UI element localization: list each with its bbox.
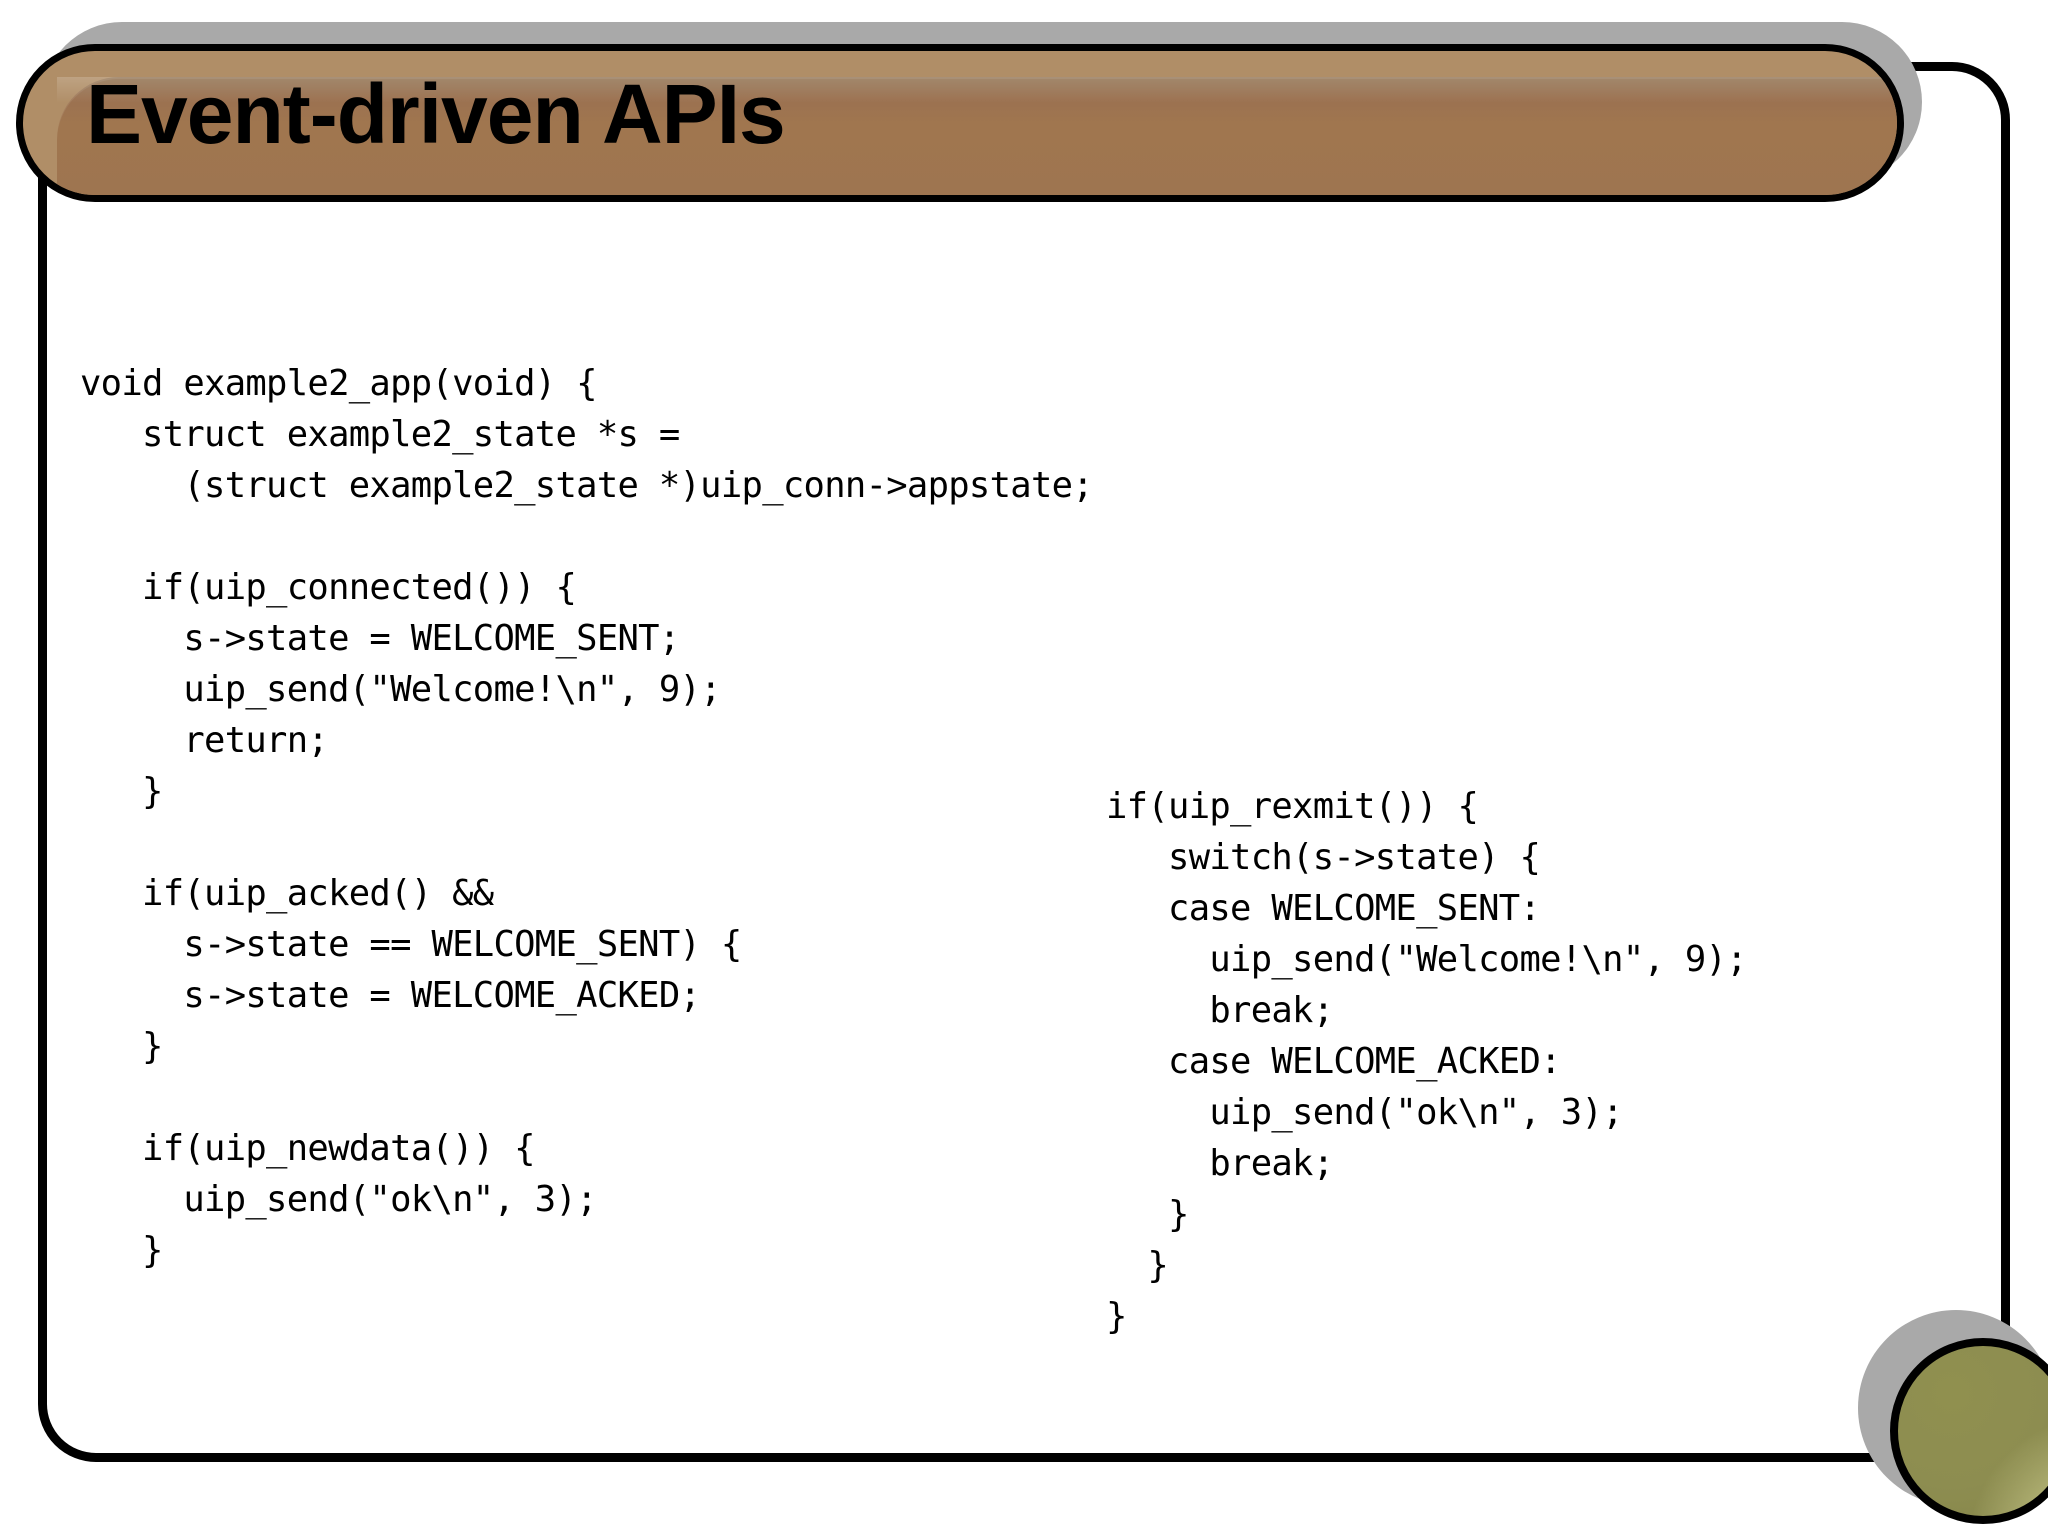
title-bar-pill: [16, 44, 1904, 202]
title-bar: Event-driven APIs: [8, 22, 1904, 202]
code-block-right: if(uip_rexmit()) { switch(s->state) { ca…: [1106, 785, 1748, 1337]
code-block-left: void example2_app(void) { struct example…: [80, 362, 1094, 1271]
page-title: Event-driven APIs: [86, 67, 786, 161]
title-bar-highlight: [57, 77, 1897, 103]
olive-accent-circle: [1890, 1338, 2048, 1524]
title-bar-bevel: [57, 77, 1897, 195]
